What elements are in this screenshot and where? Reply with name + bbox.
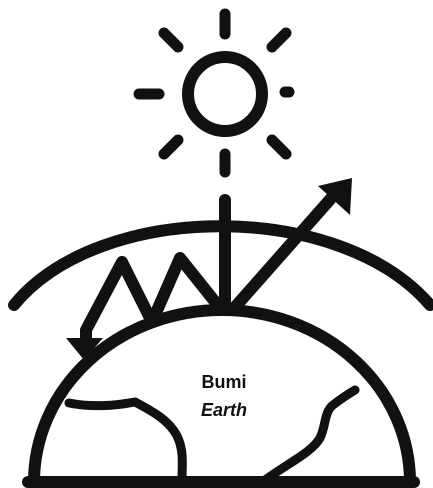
earth-label: Bumi [164,371,284,393]
trapped-radiation-zigzag-arrow [86,258,220,342]
earth-label-english: Earth [164,399,284,421]
sun-icon [139,14,289,172]
outgoing-radiation-arrow [236,195,334,306]
